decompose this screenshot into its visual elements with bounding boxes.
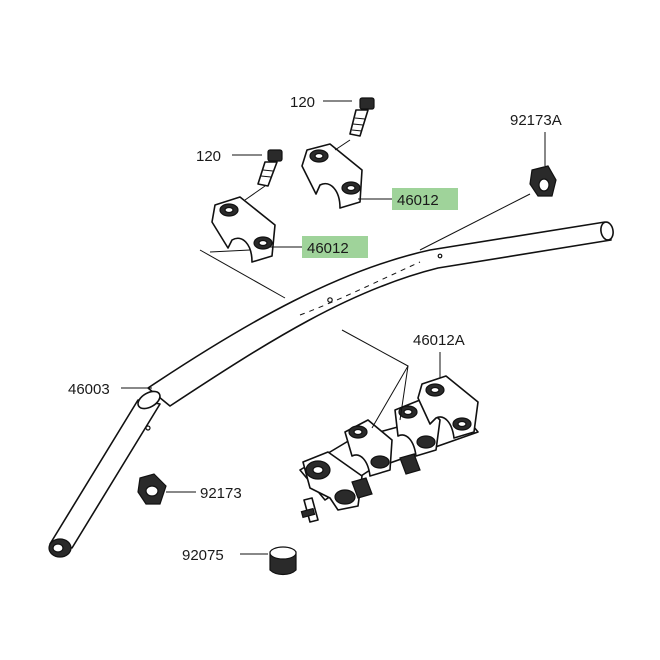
damper-icon[interactable]	[269, 546, 297, 576]
bolt-left-icon[interactable]	[257, 149, 283, 187]
holder-upper-right[interactable]	[301, 143, 363, 209]
clip-left-icon[interactable]	[137, 473, 167, 505]
part-labels: 120 120 46012 46012 92173A 46012A 46003 …	[68, 94, 562, 564]
holder-lower-assembly[interactable]	[299, 375, 479, 523]
label-bolt-top: 120	[290, 94, 315, 111]
label-damper: 92075	[182, 547, 224, 564]
label-clip-right: 92173A	[510, 112, 562, 129]
handlebar-tube[interactable]	[48, 221, 614, 558]
highlight-holder-upper-left	[302, 236, 368, 258]
label-holder-upper-right: 46012	[397, 192, 439, 209]
bolt-top-icon[interactable]	[349, 97, 375, 137]
label-holder-upper-left: 46012	[307, 240, 349, 257]
holder-upper-left[interactable]	[211, 196, 276, 263]
highlight-holder-upper-right	[392, 188, 458, 210]
label-clip-left: 92173	[200, 485, 242, 502]
label-bolt-left: 120	[196, 148, 221, 165]
leader-lines	[121, 100, 546, 555]
label-holder-lower: 46012A	[413, 332, 465, 349]
clip-right-icon[interactable]	[529, 165, 557, 197]
label-handlebar: 46003	[68, 381, 110, 398]
